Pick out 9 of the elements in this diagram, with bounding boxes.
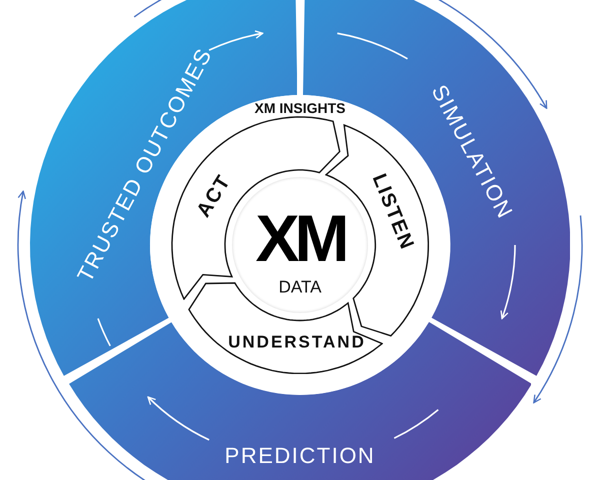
circle-title: XM INSIGHTS <box>254 101 346 115</box>
stage-label: UNDERSTAND <box>228 334 366 350</box>
cycle-segment <box>188 282 384 374</box>
ring-segment <box>68 322 532 480</box>
segment-label: PREDICTION <box>224 444 376 467</box>
center-heading: XM <box>256 205 344 271</box>
cycle-arrow <box>134 0 548 109</box>
cycle-arrow <box>533 215 583 404</box>
center-subtitle: DATA <box>278 278 322 296</box>
